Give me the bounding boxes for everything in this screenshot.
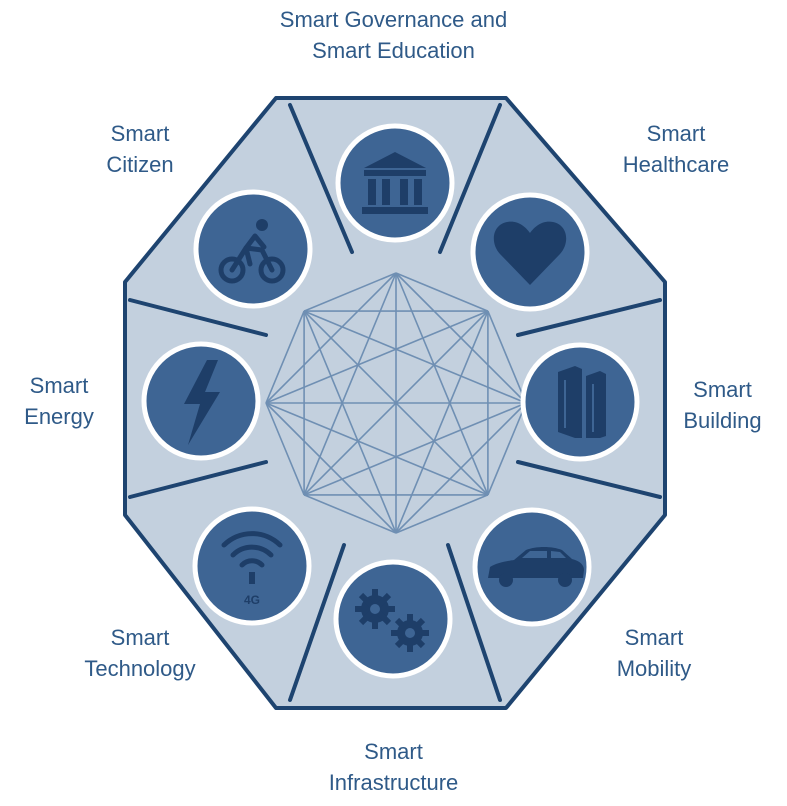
building-icon: [558, 366, 606, 438]
label-line: Energy: [24, 404, 94, 429]
divider-line: [516, 460, 662, 499]
label-governance: Smart Governance and Smart Education: [0, 4, 787, 66]
circle-infrastructure: [333, 559, 453, 679]
divider-line: [128, 460, 268, 499]
label-mobility: Smart Mobility: [574, 622, 734, 684]
network-edge: [303, 402, 527, 496]
label-line: Smart: [624, 625, 684, 650]
divider-line: [446, 543, 502, 702]
label-building: Smart Building: [660, 374, 785, 436]
label-line: Building: [683, 408, 762, 433]
wifi-4g-icon: 4G: [221, 531, 283, 607]
label-line: Smart: [110, 121, 170, 146]
network-edge: [265, 402, 489, 496]
label-line: Technology: [84, 656, 196, 681]
car-icon: [488, 547, 584, 587]
network-edge: [265, 402, 397, 534]
heart-icon: [493, 221, 567, 285]
network-edge: [395, 310, 489, 534]
divider-line: [288, 543, 346, 702]
label-healthcare: Smart Healthcare: [596, 118, 756, 180]
network-edge: [303, 310, 527, 404]
divider-line: [128, 298, 268, 337]
network-edge: [303, 310, 397, 534]
label-line: Smart: [110, 625, 170, 650]
label-line: Smart Education: [312, 38, 475, 63]
label-line: Smart: [646, 121, 706, 146]
network-edge: [265, 310, 489, 404]
network-edge: [303, 272, 397, 312]
network-edge: [395, 272, 489, 496]
segment-dividers: [128, 103, 662, 702]
network-edge: [303, 310, 489, 496]
divider-line: [438, 103, 502, 254]
label-line: Healthcare: [622, 152, 730, 177]
label-line: Infrastructure: [328, 770, 459, 795]
network-edge: [395, 272, 489, 312]
circle-technology: [192, 506, 312, 626]
network-edge: [487, 310, 527, 404]
network-edge: [265, 402, 305, 496]
label-line: Smart: [693, 377, 752, 402]
label-infrastructure: Smart Infrastructure: [0, 736, 787, 798]
bicycle-rider-icon: [218, 219, 286, 284]
central-network: [265, 272, 527, 534]
label-line: Smart: [364, 739, 423, 764]
circle-governance: [335, 123, 455, 243]
network-edge: [395, 494, 489, 534]
network-edge: [487, 402, 527, 496]
network-edge: [265, 310, 305, 404]
divider-line: [288, 103, 354, 254]
lightning-bolt-icon: [184, 360, 220, 445]
label-line: Smart Governance and: [279, 7, 508, 32]
divider-line: [516, 298, 662, 337]
network-edge: [303, 272, 397, 496]
label-technology: Smart Technology: [60, 622, 220, 684]
label-line: Citizen: [106, 152, 174, 177]
label-line: Mobility: [616, 656, 692, 681]
wifi-4g-label: 4G: [244, 593, 260, 607]
label-citizen: Smart Citizen: [70, 118, 210, 180]
bank-icon: [362, 152, 428, 214]
gears-icon: [355, 589, 429, 652]
network-edge: [303, 494, 397, 534]
label-line: Smart: [29, 373, 89, 398]
label-energy: Smart Energy: [0, 370, 118, 432]
